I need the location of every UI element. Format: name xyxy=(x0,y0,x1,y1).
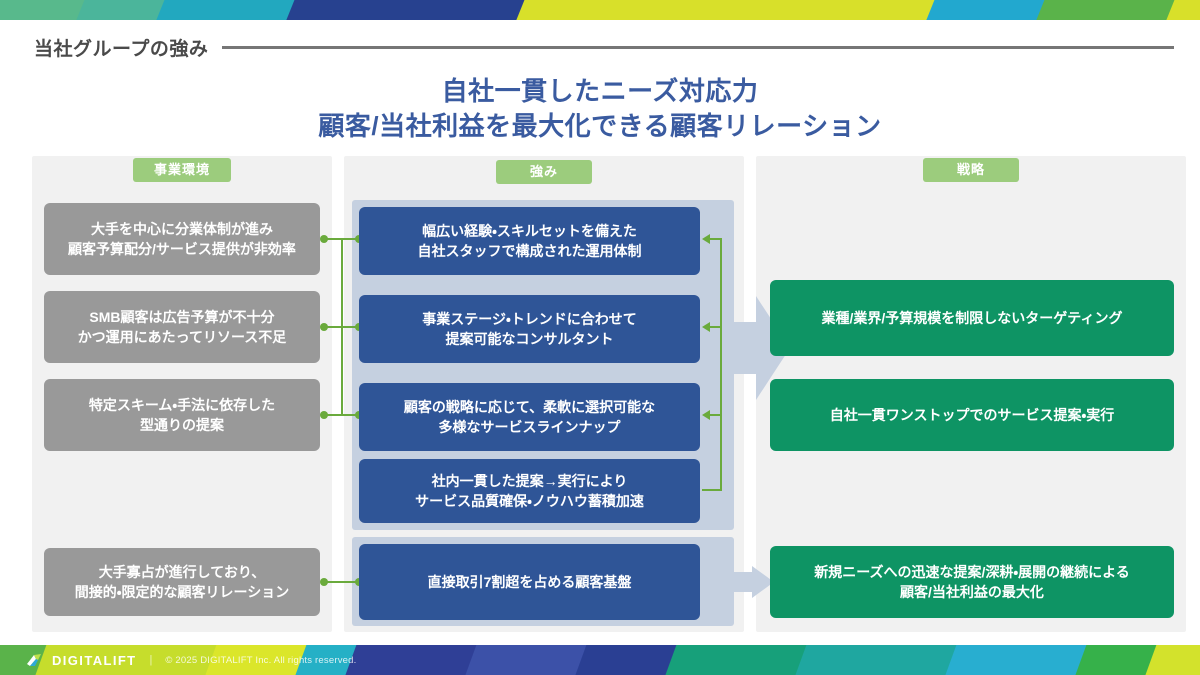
banner-stripe xyxy=(153,0,307,20)
footer-separator: | xyxy=(149,654,153,666)
box-line-2: 多様なサービスラインナップ xyxy=(438,419,621,435)
box-line-1: 大手を中心に分業体制が進み xyxy=(90,220,273,237)
environment-box: 大手を中心に分業体制が進み 顧客予算配分/サービス提供が非効率 xyxy=(44,203,320,275)
connector-arrow-head xyxy=(702,410,710,420)
badge-strategy: 戦略 xyxy=(923,158,1019,182)
footer-brand: DIGITALIFT xyxy=(52,652,137,668)
box-line-1: 顧客の戦略に応じて、柔軟に選択可能な xyxy=(403,398,656,415)
flow-arrow-lower xyxy=(734,572,752,592)
footer-bar: DIGITALIFT | © 2025 DIGITALIFT Inc. All … xyxy=(0,645,1200,675)
box-line-2: 自社スタッフで構成された運用体制 xyxy=(417,243,642,259)
box-line-2: サービス品質確保・ノウハウ蓄積加速 xyxy=(415,493,644,509)
strength-box: 顧客の戦略に応じて、柔軟に選択可能な 多様なサービスラインナップ xyxy=(359,383,700,451)
connector-line xyxy=(710,326,722,328)
strength-box: 社内一貫した提案→実行により サービス品質確保・ノウハウ蓄積加速 xyxy=(359,459,700,523)
environment-box: 大手寡占が進行しており、 間接的・限定的な顧客リレーション xyxy=(44,548,320,616)
strategy-box: 新規ニーズへの迅速な提案/深耕・展開の継続による 顧客/当社利益の最大化 xyxy=(770,546,1174,618)
connector-line xyxy=(710,414,722,416)
connector-spine-right xyxy=(720,238,722,490)
main-title-line-1: 自社一貫したニーズ対応力 xyxy=(441,76,759,106)
box-line-1: 事業ステージ・トレンドに合わせて xyxy=(422,310,637,327)
strength-box: 幅広い経験・スキルセットを備えた 自社スタッフで構成された運用体制 xyxy=(359,207,700,275)
environment-box: 特定スキーム・手法に依存した 型通りの提案 xyxy=(44,379,320,451)
footer-content: DIGITALIFT | © 2025 DIGITALIFT Inc. All … xyxy=(26,645,356,675)
banner-stripe xyxy=(513,0,947,20)
badge-environment: 事業環境 xyxy=(133,158,231,182)
strength-box: 直接取引7割超を占める顧客基盤 xyxy=(359,544,700,620)
page-title: 当社グループの強み xyxy=(34,38,209,60)
connector-line xyxy=(324,414,360,416)
connector-line xyxy=(324,581,360,583)
connector-line xyxy=(702,489,722,491)
badge-strength: 強み xyxy=(496,160,592,184)
main-title: 自社一貫したニーズ対応力 顧客/当社利益を最大化できる顧客リレーション xyxy=(0,74,1200,143)
header-divider xyxy=(222,45,1174,49)
box-line-2: 型通りの提案 xyxy=(140,417,224,433)
connector-arrow-head xyxy=(702,234,710,244)
strategy-box: 自社一貫ワンストップでのサービス提案・実行 xyxy=(770,379,1174,451)
box-line-1: 幅広い経験・スキルセットを備えた xyxy=(422,222,637,239)
top-decorative-banner xyxy=(0,0,1200,20)
banner-stripe xyxy=(1033,0,1177,20)
box-line-1: 業種/業界/予算規模を制限しないターゲティング xyxy=(821,309,1123,326)
box-line-2: 顧客/当社利益の最大化 xyxy=(900,584,1044,600)
flow-arrow-upper xyxy=(734,322,756,374)
strength-box: 事業ステージ・トレンドに合わせて 提案可能なコンサルタント xyxy=(359,295,700,363)
environment-box: SMB顧客は広告予算が不十分 かつ運用にあたってリソース不足 xyxy=(44,291,320,363)
box-line-2: 間接的・限定的な顧客リレーション xyxy=(74,584,290,600)
box-line-1: 社内一貫した提案→実行により xyxy=(431,472,628,489)
box-line-1: 特定スキーム・手法に依存した xyxy=(88,396,276,413)
box-line-2: かつ運用にあたってリソース不足 xyxy=(77,329,287,345)
box-line-1: 大手寡占が進行しており、 xyxy=(98,563,266,580)
box-line-1: 新規ニーズへの迅速な提案/深耕・展開の継続による xyxy=(814,563,1130,580)
connector-arrow-head xyxy=(702,322,710,332)
connector-line xyxy=(710,238,722,240)
section-header: 当社グループの強み xyxy=(34,30,1174,64)
banner-stripe xyxy=(283,0,537,20)
box-line-1: SMB顧客は広告予算が不十分 xyxy=(89,308,275,325)
box-line-1: 直接取引7割超を占める顧客基盤 xyxy=(427,573,632,590)
digitalift-logo-icon xyxy=(26,653,43,668)
main-title-line-2: 顧客/当社利益を最大化できる顧客リレーション xyxy=(318,110,882,141)
box-line-1: 自社一貫ワンストップでのサービス提案・実行 xyxy=(829,406,1115,423)
connector-spine-left xyxy=(341,238,343,414)
box-line-2: 提案可能なコンサルタント xyxy=(445,331,614,347)
flow-arrow-lower-head xyxy=(752,566,774,598)
box-line-2: 顧客予算配分/サービス提供が非効率 xyxy=(68,241,296,257)
strategy-box: 業種/業界/予算規模を制限しないターゲティング xyxy=(770,280,1174,356)
footer-copyright: © 2025 DIGITALIFT Inc. All rights reserv… xyxy=(165,654,357,666)
